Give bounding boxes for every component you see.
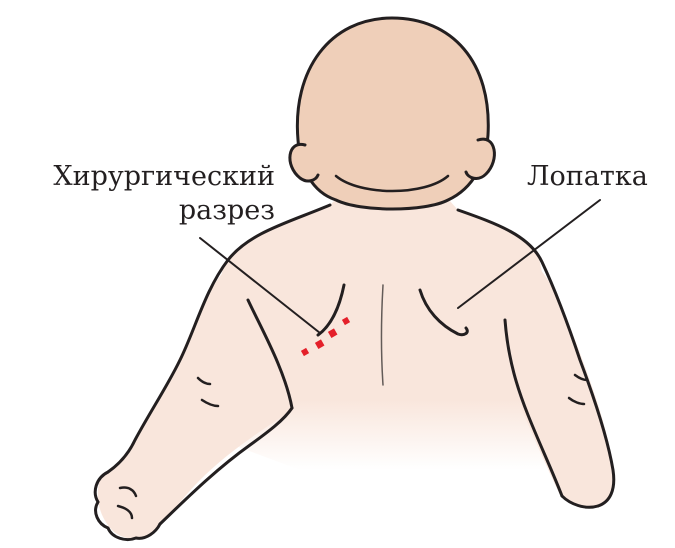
incision-label: Хирургический разрез: [53, 160, 275, 228]
head: [297, 18, 488, 209]
left-arm: [98, 250, 295, 539]
scapula-label: Лопатка: [527, 160, 648, 194]
incision-label-line2: разрез: [53, 194, 275, 228]
incision-label-line1: Хирургический: [53, 160, 275, 194]
